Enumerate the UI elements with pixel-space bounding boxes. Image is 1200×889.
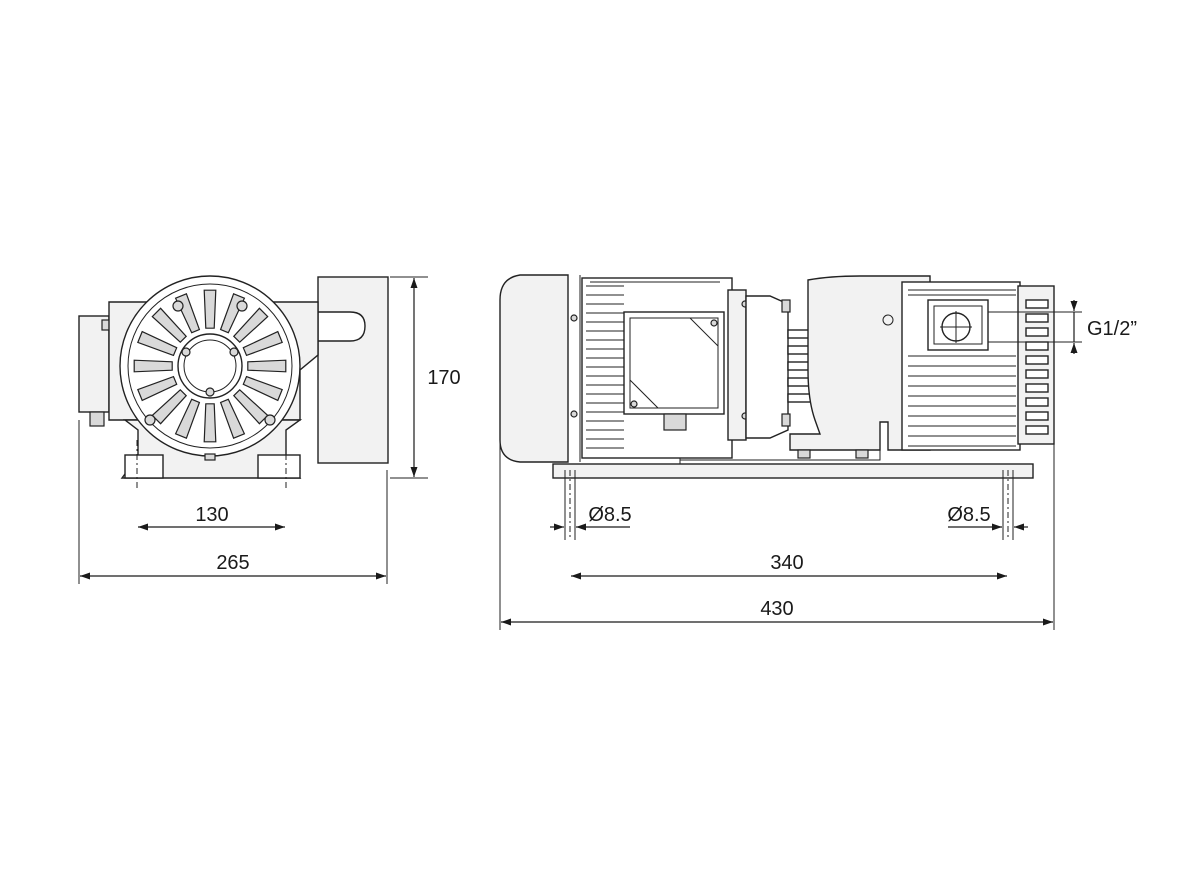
side-pump-bracket <box>789 275 931 451</box>
front-fin <box>203 289 217 329</box>
dim-foot-spacing-label: 130 <box>195 504 228 526</box>
front-terminal-box <box>78 315 110 413</box>
dim-hole-left-label: Ø8.5 <box>588 504 631 526</box>
front-fin <box>137 330 178 357</box>
dim-port-thread-label: G1/2” <box>1087 318 1137 340</box>
dimension-lines <box>78 276 1082 630</box>
front-fin <box>174 398 201 439</box>
front-view <box>78 275 389 490</box>
front-fin <box>232 307 269 344</box>
front-fin <box>219 398 246 439</box>
front-fin <box>242 330 283 357</box>
front-side-pipe <box>317 311 366 342</box>
front-fin <box>203 403 217 443</box>
front-fin <box>247 359 287 373</box>
side-coupling-housing <box>745 295 789 439</box>
front-fin <box>137 375 178 402</box>
side-motor-end-cap <box>499 274 569 463</box>
side-view <box>499 274 1055 540</box>
front-fin <box>133 359 173 373</box>
front-fin <box>232 388 269 425</box>
side-coupling-bars <box>787 329 825 403</box>
dim-overall-length-label: 430 <box>760 598 793 620</box>
front-rear-housing <box>317 276 389 464</box>
side-terminal-box <box>623 311 725 415</box>
side-base-plate <box>552 463 1034 479</box>
dim-height-label: 170 <box>427 367 460 389</box>
dim-hole-right-label: Ø8.5 <box>947 504 990 526</box>
front-fin <box>242 375 283 402</box>
dim-hole-spacing-label: 340 <box>770 552 803 574</box>
dim-front-width-label: 265 <box>216 552 249 574</box>
front-fin <box>151 307 188 344</box>
front-hub <box>177 333 243 399</box>
